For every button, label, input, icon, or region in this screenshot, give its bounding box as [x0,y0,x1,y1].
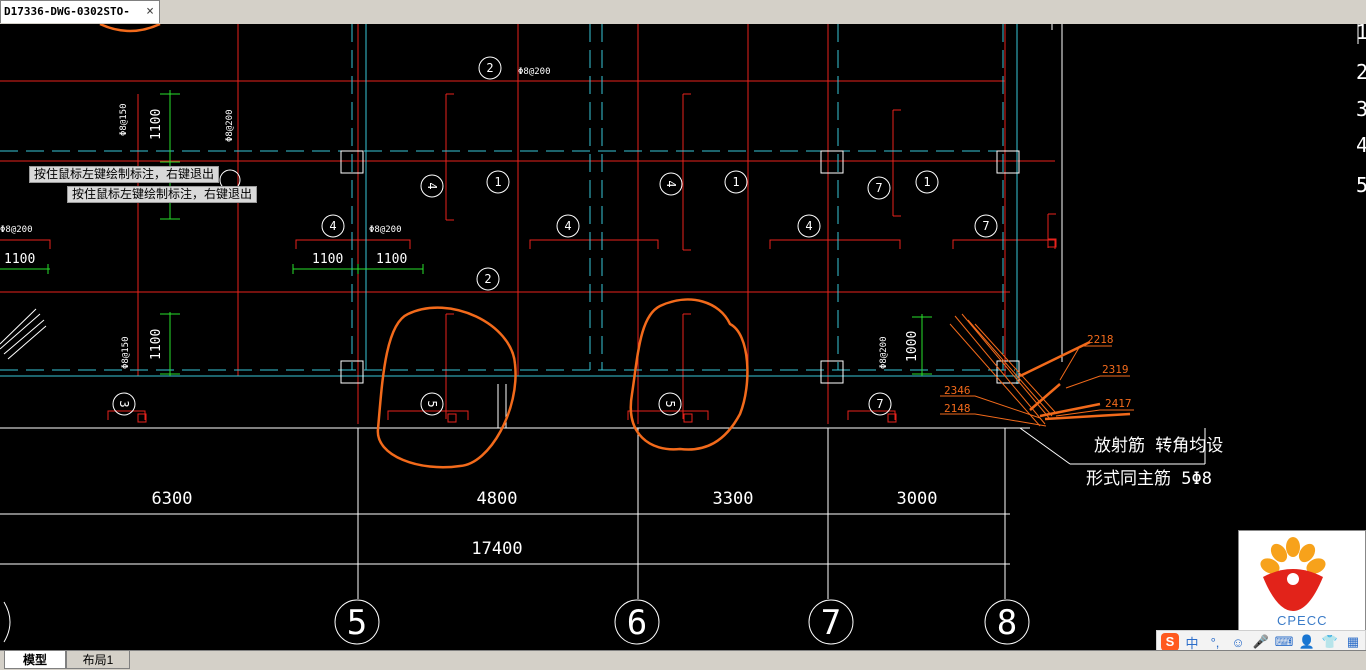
total-dim: 17400 [471,539,522,559]
tab-layout1[interactable]: 布局1 [66,651,130,669]
bar-mark: 1 [494,175,501,189]
rebar-mark-circles [112,56,998,416]
bar-mark: 5 [663,400,677,407]
bar-mark: 1 [732,175,739,189]
ime-skin-icon[interactable]: 👕 [1321,634,1339,649]
bar-mark: 7 [875,181,882,195]
spacing-dim: 6300 [152,489,193,509]
document-tab[interactable]: D17336-DWG-0302STO- × [0,0,160,23]
bar-mark: 2 [486,61,493,75]
corner-labels: 2218 2319 2346 2417 2148 [944,333,1132,415]
edge-number: 3 [1356,97,1366,121]
bar-mark: 3 [117,400,131,407]
spacing-dimensions: 6300 4800 3300 3000 17400 [152,489,938,559]
ime-punctuation-icon[interactable]: °, [1210,634,1220,650]
rebar-note: Φ8@150 [121,336,131,369]
document-tab-bar: D17336-DWG-0302STO- × [0,0,1366,25]
radial-note-line2: 形式同主筋 5Φ8 [1086,469,1212,489]
company-logo: CPECC [1238,530,1366,640]
corner-label: 2319 [1102,363,1129,376]
corner-label: 2148 [944,402,971,415]
bar-mark: 4 [805,219,812,233]
drawing-canvas[interactable]: Φ8@200 Φ8@150 Φ8@200 Φ8@200 Φ8@200 Φ8@15… [0,24,1366,650]
bar-mark: 1 [923,175,930,189]
ime-voice-icon[interactable]: 🎤 [1252,634,1270,649]
green-dimensions [0,90,932,376]
ime-user-icon[interactable]: 👤 [1298,634,1316,649]
sogou-logo-icon[interactable]: S [1161,633,1179,651]
rebar-length-labels: 1100 1100 1100 1100 1100 1100 1000 [4,109,920,362]
rebar-note: Φ8@200 [0,225,33,235]
draw-annotation-tooltip: 按住鼠标左键绘制标注，右键退出 [67,186,258,203]
grid-axis: 5 [347,603,367,643]
rebar-length: 1100 [376,252,407,267]
bar-mark: 7 [876,397,883,411]
edge-numbers: 1 2 3 4 5 [1356,24,1366,197]
corner-label: 2417 [1105,397,1132,410]
rebar-length: 1100 [149,109,164,140]
bar-mark: 7 [982,219,989,233]
rebar-length: 1100 [312,252,343,267]
rebar-note: Φ8@200 [879,336,889,369]
edge-number: 5 [1356,173,1366,197]
logo-text: CPECC [1277,613,1328,628]
bar-mark: 4 [425,182,439,189]
bar-mark: 2 [484,272,491,286]
edge-number: 4 [1356,133,1366,157]
document-tab-title: D17336-DWG-0302STO- [4,5,130,18]
corner-label: 2218 [1087,333,1114,346]
ime-chinese-mode[interactable]: 中 [1185,635,1199,651]
spacing-dim: 4800 [477,489,518,509]
grid-axis: 6 [627,603,647,643]
rebar-length: 1100 [149,329,164,360]
bar-mark: 4 [564,219,571,233]
rebar-note: Φ8@200 [518,67,551,77]
spacing-dim: 3000 [897,489,938,509]
bar-mark: 4 [664,180,678,187]
cpecc-logo-icon [1260,537,1326,611]
grid-axis: 7 [821,603,841,643]
edge-number: 1 [1356,24,1366,44]
spacing-dim: 3300 [713,489,754,509]
layout-tab-bar: 模型 布局1 [0,650,1366,670]
radial-note: 放射筋 转角均设 形式同主筋 5Φ8 [1086,436,1223,489]
rebar-note-labels: Φ8@200 Φ8@150 Φ8@200 Φ8@200 Φ8@200 Φ8@15… [0,67,889,369]
grid-axis-labels: 5 6 7 8 [347,603,1017,643]
bar-mark: 5 [425,400,439,407]
radial-note-line1: 放射筋 转角均设 [1094,436,1223,456]
rebar-note: Φ8@150 [119,103,129,136]
bar-mark-labels: 2 2 4 1 4 1 7 1 4 4 4 7 3 5 5 7 [117,61,990,411]
ime-toolbox-icon[interactable]: ▦ [1346,634,1360,649]
rebar-note: Φ8@200 [369,225,402,235]
markup-circles [99,24,1131,469]
bar-mark: 4 [329,219,336,233]
ime-keyboard-icon[interactable]: ⌨ [1274,634,1294,649]
tab-model[interactable]: 模型 [4,651,66,669]
rebar-length: 1100 [4,252,35,267]
grid-axis: 8 [997,603,1017,643]
edge-number: 2 [1356,60,1366,84]
rebar-length: 1000 [905,331,920,362]
rebar-note: Φ8@200 [225,109,235,142]
draw-annotation-tooltip: 按住鼠标左键绘制标注，右键退出 [29,166,220,183]
ime-emoji-icon[interactable]: ☺ [1231,634,1245,650]
close-tab-icon[interactable]: × [146,4,154,19]
corner-label: 2346 [944,384,971,397]
